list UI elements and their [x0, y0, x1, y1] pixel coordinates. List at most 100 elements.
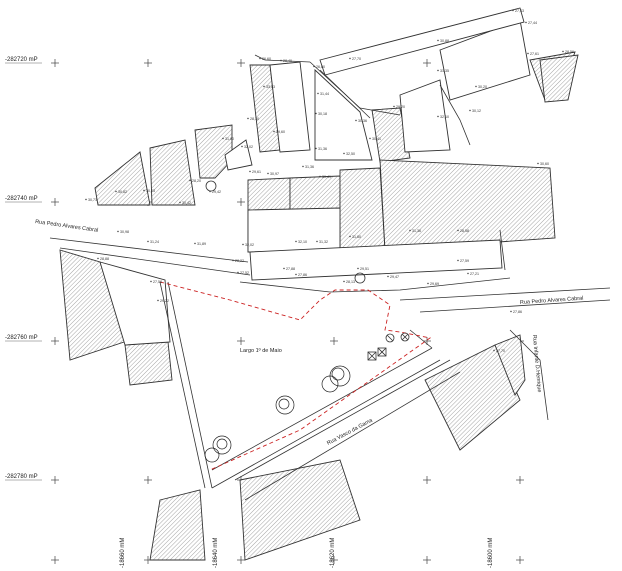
- tree-2: [321, 375, 339, 393]
- spot-height-label: 30,41: [322, 175, 331, 179]
- spot-height-label: 30,98: [120, 230, 129, 234]
- building-east-2: [494, 334, 526, 396]
- spot-height-label: 27,61: [530, 52, 539, 56]
- spot-height-dot: [295, 240, 297, 243]
- spot-height-dot: [427, 282, 429, 285]
- spot-height-label: 28,56: [565, 50, 574, 54]
- spot-height-dot: [209, 190, 211, 193]
- spot-height-label: 27,21: [470, 272, 479, 276]
- spot-height-dot: [157, 299, 159, 302]
- spot-height-label: 31,36: [305, 165, 314, 169]
- spot-height-dot: [510, 310, 512, 313]
- spot-height-dot: [194, 242, 196, 245]
- spot-height-dot: [147, 240, 149, 243]
- spot-height-dot: [562, 50, 564, 53]
- spot-height-label: 28,40: [283, 59, 292, 63]
- spot-height-label: 27,33: [515, 9, 524, 13]
- spot-height-dot: [283, 267, 285, 270]
- northing-label-1: -282720 mP: [5, 57, 38, 63]
- spot-height-dot: [409, 229, 411, 232]
- northing-label-2: -282740 mP: [5, 196, 38, 202]
- spot-height-dot: [355, 119, 357, 122]
- buildings: [59, 7, 579, 561]
- building-south: [239, 459, 361, 561]
- spot-height-dot: [469, 109, 471, 112]
- spot-height-label: 29,61: [252, 170, 261, 174]
- easting-label-1: -18660 mM: [120, 538, 126, 568]
- spot-height-label: 27,58: [153, 280, 162, 284]
- spot-height-label: 27,44: [528, 21, 537, 25]
- spot-height-dot: [527, 52, 529, 55]
- spot-height-dot: [117, 230, 119, 233]
- spot-height-dot: [475, 85, 477, 88]
- spot-height-label: 27,86: [298, 273, 307, 277]
- spot-height-label: 30,36: [358, 119, 367, 123]
- easting-label-4: -18600 mM: [488, 538, 494, 568]
- spot-height-label: 28,20: [192, 179, 201, 183]
- spot-height-label: 27,52: [240, 271, 249, 275]
- spot-height-dot: [237, 271, 239, 274]
- spot-height-dot: [263, 85, 265, 88]
- spot-height-dot: [189, 179, 191, 182]
- building-sw: [149, 489, 206, 561]
- spot-height-dot: [525, 21, 527, 24]
- spot-height-label: 29,60: [276, 130, 285, 134]
- spot-height-dot: [349, 57, 351, 60]
- spot-height-dot: [387, 275, 389, 278]
- spot-height-label: 31,44: [320, 92, 329, 96]
- street-rua-infante: Rua Infante D.Henrique: [531, 335, 542, 393]
- spot-height-dot: [247, 117, 249, 120]
- spot-height-dot: [315, 147, 317, 150]
- spot-height-label: 26,60: [262, 57, 271, 61]
- spot-height-dot: [537, 162, 539, 165]
- spot-height-label: 28,30: [250, 117, 259, 121]
- street-edges: [49, 54, 611, 501]
- spot-height-dot: [222, 137, 224, 140]
- spot-height-dot: [242, 243, 244, 246]
- spot-height-dot: [317, 92, 319, 95]
- spot-height-label: 27,88: [286, 267, 295, 271]
- spot-height-label: 31,24: [150, 240, 159, 244]
- spot-height-label: 30,20: [478, 85, 487, 89]
- spot-height-dot: [232, 259, 234, 262]
- spot-height-dot: [143, 189, 145, 192]
- spot-height-dot: [493, 349, 495, 352]
- spot-height-label: 30,42: [182, 201, 191, 205]
- tree-1: [329, 365, 351, 387]
- easting-labels: -18660 mM -18640 mM -18620 mM -18600 mM: [120, 538, 494, 568]
- building-west-3: [99, 261, 171, 346]
- spot-height-dot: [150, 280, 152, 283]
- spot-height-dot: [313, 65, 315, 68]
- spot-height-label: 30,88: [440, 39, 449, 43]
- northing-label-4: -282780 mP: [5, 474, 38, 480]
- building-nw-3: [194, 124, 233, 179]
- spot-height-dot: [316, 240, 318, 243]
- spot-height-label: 27,70: [496, 349, 505, 353]
- spot-height-dot: [319, 175, 321, 178]
- tree-3: [275, 395, 295, 415]
- building-top-5: [371, 107, 411, 163]
- building-top-3: [269, 61, 311, 153]
- spot-height-dot: [97, 257, 99, 260]
- spot-height-label: 31,36: [412, 229, 421, 233]
- spot-height-label: 31,80: [352, 235, 361, 239]
- spot-height-label: 30,23: [146, 189, 155, 193]
- spot-height-dot: [280, 59, 282, 62]
- spot-height-dot: [467, 272, 469, 275]
- spot-height-dot: [85, 198, 87, 201]
- spot-height-label: 29,69: [430, 282, 439, 286]
- street-rua-pedro-east: Rua Pedro Alvares Cabral: [520, 296, 584, 306]
- spot-height-label: 31,80: [225, 137, 234, 141]
- building-east-1: [424, 344, 521, 451]
- building-west-2: [124, 341, 173, 386]
- northing-labels: -282720 mP -282740 mP -282760 mP -282780…: [5, 57, 38, 480]
- spot-height-dot: [369, 137, 371, 140]
- spot-height-label: 28,13: [346, 280, 355, 284]
- spot-height-dot: [267, 172, 269, 175]
- spot-height-label: 29,22: [160, 299, 169, 303]
- street-rua-vasco: Rua Vasco da Gama: [326, 417, 374, 447]
- spot-height-label: 31,35: [440, 69, 449, 73]
- largo-name: Largo 1º de Maio: [240, 347, 282, 354]
